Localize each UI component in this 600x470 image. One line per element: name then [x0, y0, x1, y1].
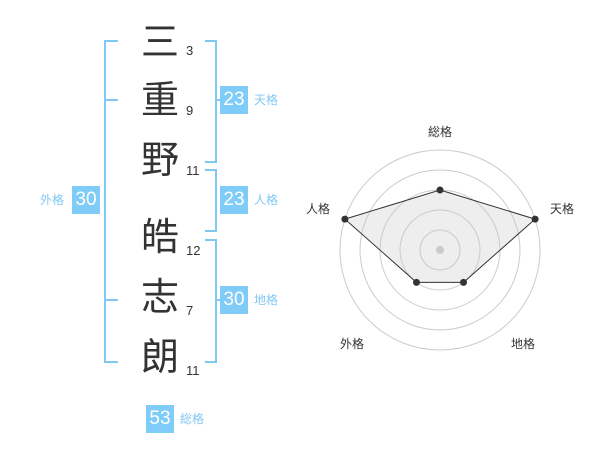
tenkaku-label: 天格 — [254, 93, 279, 107]
radar-ring — [399, 209, 481, 291]
stroke-count: 9 — [186, 103, 194, 118]
radar-label-soukaku: 総格 — [428, 125, 453, 139]
radar-center — [436, 246, 444, 254]
bracket-tick — [104, 99, 118, 101]
soukaku-label: 総格 — [180, 412, 205, 426]
tenkaku-value: 23 — [220, 86, 248, 114]
name-char: 志 — [140, 275, 179, 319]
soukaku-value: 53 — [146, 405, 174, 433]
radar-point — [436, 186, 444, 194]
bracket-tick — [104, 299, 118, 301]
radar-ring — [419, 229, 461, 271]
name-char: 重 — [140, 78, 179, 122]
name-char: 皓 — [140, 215, 179, 259]
radar-label-chikaku: 地格 — [511, 337, 536, 351]
stroke-count: 11 — [186, 363, 200, 378]
chikaku-value: 30 — [220, 286, 248, 314]
stroke-count: 12 — [186, 243, 201, 258]
radar-label-gaikaku: 外格 — [340, 337, 365, 351]
radar-label-jinkaku: 人格 — [306, 202, 331, 216]
bracket-tick — [215, 99, 220, 101]
chikaku-label: 地格 — [254, 293, 279, 307]
radar-polygon — [343, 189, 537, 283]
jinkaku-label: 人格 — [254, 193, 279, 207]
bracket-tick — [215, 299, 220, 301]
radar-point — [412, 278, 420, 286]
jinkaku-bracket — [205, 169, 217, 232]
stroke-count: 11 — [186, 163, 200, 178]
radar-label-tenkaku: 天格 — [550, 202, 575, 216]
radar-ring — [339, 149, 541, 351]
jinkaku-value: 23 — [220, 186, 248, 214]
radar-ring — [359, 169, 521, 331]
radar-point — [341, 215, 349, 223]
stroke-count: 3 — [186, 43, 194, 58]
chikaku-bracket — [205, 239, 217, 363]
name-char: 野 — [140, 138, 179, 182]
stroke-count: 7 — [186, 303, 194, 318]
radar-point — [460, 278, 468, 286]
gaikaku-label: 外格 — [40, 193, 65, 207]
gaikaku-bracket — [104, 40, 118, 363]
name-char: 三 — [140, 20, 179, 64]
radar-point — [531, 215, 539, 223]
name-char: 朗 — [140, 335, 179, 379]
gaikaku-value: 30 — [72, 186, 100, 214]
tenkaku-bracket — [205, 40, 217, 163]
